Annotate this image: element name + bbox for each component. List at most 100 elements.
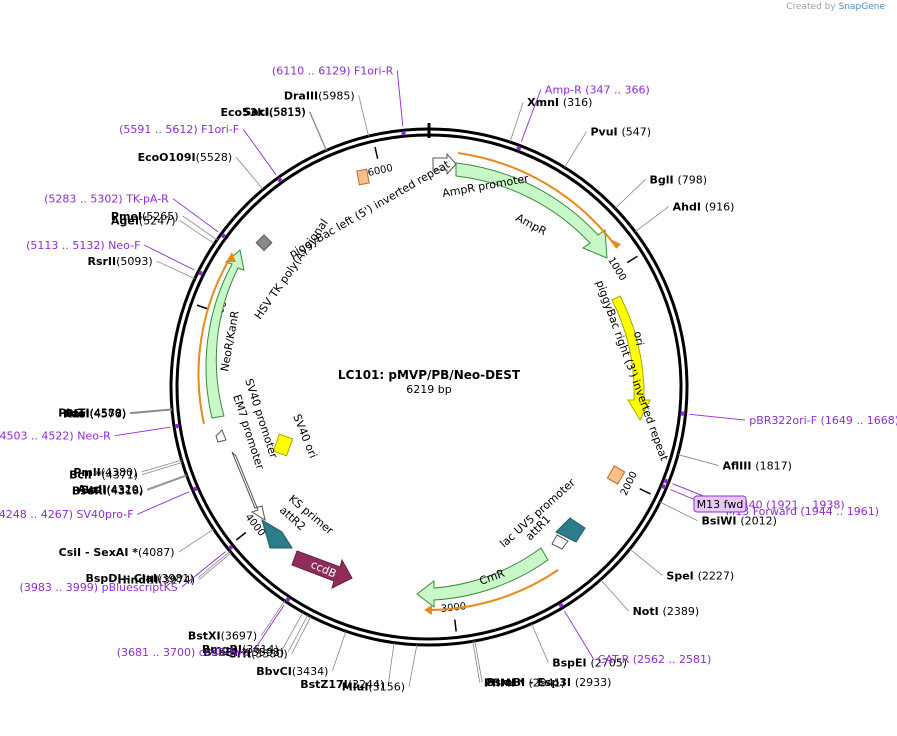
enzyme-position: (2705)	[590, 656, 627, 669]
primer-site[interactable]: (6110 .. 6129) F1ori-R	[272, 65, 394, 78]
cmr-feature-arrow[interactable]	[416, 547, 549, 609]
primer-label: pBR322ori-F (1649 .. 1668)	[749, 414, 897, 427]
primer-leader-line	[396, 70, 404, 127]
primer-label: L4440 (1921 .. 1938)	[729, 498, 845, 511]
enzyme-name: HindIII	[117, 574, 158, 587]
primer-site-mark	[558, 602, 564, 608]
primer-site[interactable]: (5113 .. 5132) Neo-F	[26, 239, 140, 252]
primer-leader-line	[252, 604, 285, 653]
primer-site[interactable]: (5283 .. 5302) TK-pA-R	[44, 193, 169, 206]
enzyme-leader-line	[182, 215, 218, 241]
enzyme-leader-line	[179, 220, 215, 245]
tick-mark	[639, 488, 651, 495]
enzyme-site[interactable]: BsaBI *(3593)	[203, 646, 284, 659]
enzyme-site[interactable]: BclI *(4371)	[69, 469, 138, 482]
primer-label: Amp-R (347 .. 366)	[545, 83, 650, 96]
enzyme-site[interactable]: NarI(4577)	[63, 407, 126, 420]
primer-site[interactable]: CAT-R (2562 .. 2581)	[598, 653, 712, 666]
enzyme-site[interactable]: SacI(5815)	[243, 106, 306, 119]
primer-site-mark	[661, 484, 666, 489]
primer-site[interactable]: (3681 .. 3700) ccdB-fwd	[117, 646, 249, 659]
enzyme-site[interactable]: BspDI - ClaI(3981)	[85, 572, 193, 585]
sv40-ori-feature[interactable]	[272, 433, 294, 457]
m13-fwd-badge[interactable]	[693, 495, 747, 513]
label-hsv-tk-polya: HSV TK poly(A) signal	[252, 217, 331, 322]
enzyme-site[interactable]: AflIII (1817)	[723, 460, 792, 473]
enzyme-site[interactable]: PmlI(4380)	[73, 466, 137, 479]
enzyme-site[interactable]: SpeI (2227)	[666, 569, 734, 582]
attr1-feature[interactable]	[555, 517, 586, 543]
enzyme-name: AflIII	[723, 460, 756, 473]
sv40-promoter-arrow[interactable]	[231, 451, 266, 522]
enzyme-site[interactable]: DraIII(5985)	[284, 89, 355, 102]
enzyme-site[interactable]: BspEI (2705)	[552, 656, 627, 669]
enzyme-site[interactable]: KasI(4576)	[63, 408, 126, 421]
enzyme-name: BstZ17I	[300, 678, 348, 691]
primer-leader-line	[181, 551, 226, 588]
lacuv5-promoter-arrow[interactable]	[551, 534, 569, 550]
attr2-feature[interactable]	[261, 518, 293, 549]
enzyme-name: BsmBI - Esp3I	[486, 676, 575, 689]
enzyme-site[interactable]: PluTI(4580)	[58, 407, 126, 420]
enzyme-position: (2227)	[698, 569, 735, 582]
ampr-promoter-arrow[interactable]	[432, 152, 457, 176]
primer-label: (4503 .. 4522) Neo-R	[0, 430, 111, 443]
neor-feature-arrow[interactable]	[205, 249, 245, 419]
enzyme-site[interactable]: RsrII(5093)	[87, 255, 152, 268]
ccdb-feature-arrow[interactable]	[291, 550, 353, 589]
primer-leader-line	[564, 610, 594, 660]
enzyme-position: (316)	[563, 96, 593, 109]
enzyme-site[interactable]: SrfI(3580)	[229, 648, 288, 661]
enzyme-site[interactable]: BstXI(3697)	[188, 630, 257, 643]
credit-prefix: Created by	[786, 2, 836, 12]
enzyme-site[interactable]: PmeI(5265)	[111, 210, 179, 223]
hsv-tk-polya-feature[interactable]	[255, 234, 273, 252]
primer-site[interactable]: M13 Forward (1944 .. 1961)	[726, 505, 879, 518]
enzyme-site[interactable]: BstZ17I(3244)	[300, 678, 384, 691]
enzyme-site[interactable]: AhdI (916)	[673, 201, 735, 214]
enzyme-site[interactable]: BglI (798)	[650, 173, 708, 186]
primer-site[interactable]: (4503 .. 4522) Neo-R	[0, 430, 111, 443]
enzyme-site[interactable]: BseRI(4316)	[72, 484, 144, 497]
primer-leader-line	[520, 89, 542, 142]
primer-site[interactable]: L4440 (1921 .. 1938)	[729, 498, 845, 511]
primer-site[interactable]: Amp-R (347 .. 366)	[545, 83, 650, 96]
enzyme-label: KasI(4576)	[63, 408, 126, 421]
enzyme-site[interactable]: XmnI (316)	[527, 96, 592, 109]
enzyme-site[interactable]: CsiI - SexAI *(4087)	[59, 546, 175, 559]
em7-promoter-arrow[interactable]	[215, 429, 227, 443]
enzyme-site[interactable]: BbvCI(3434)	[256, 665, 328, 678]
enzyme-site[interactable]: AvrII(4320)	[77, 483, 142, 496]
enzyme-name: BspEI	[552, 656, 590, 669]
enzyme-site[interactable]: BsmBI - Esp3I (2933)	[486, 676, 611, 689]
enzyme-site[interactable]: PvuI (547)	[590, 126, 651, 139]
enzyme-leader-line	[677, 454, 719, 466]
enzyme-site[interactable]: BsiWI (2012)	[702, 515, 777, 528]
primer-site[interactable]: pBR322ori-F (1649 .. 1668)	[749, 414, 897, 427]
enzyme-leader-line	[332, 631, 347, 672]
enzyme-site[interactable]: EcoO109I(5528)	[138, 151, 233, 164]
primer-site[interactable]: (4248 .. 4267) SV40pro-F	[0, 508, 134, 521]
enzyme-site[interactable]: MluI(3156)	[342, 681, 405, 694]
ori-feature-arrow[interactable]	[611, 295, 651, 422]
enzyme-name: PluTI	[58, 407, 89, 420]
enzyme-label: AhdI (916)	[673, 201, 735, 214]
enzyme-site[interactable]: SfoI(4578)	[65, 407, 126, 420]
enzyme-label: CsiI - SexAI *(4087)	[59, 546, 175, 559]
enzyme-leader-line	[146, 474, 187, 490]
enzyme-site[interactable]: PflMI * (2941)	[484, 677, 565, 690]
enzyme-name: BclI *	[69, 469, 102, 482]
enzyme-site[interactable]: BmgBI(3614)	[202, 643, 279, 656]
piggybac-right-ir[interactable]	[606, 465, 626, 485]
primer-site[interactable]: (5591 .. 5612) F1ori-F	[119, 123, 239, 136]
enzyme-site[interactable]: StuI(4319)	[81, 484, 143, 497]
enzyme-site[interactable]: Eco53kI(5813)	[220, 106, 305, 119]
enzyme-site[interactable]: AgeI(5247)	[111, 214, 176, 227]
label-sv40-ori: SV40 ori	[290, 412, 319, 460]
enzyme-leader-line	[287, 614, 309, 653]
ampr-feature-arrow[interactable]	[455, 162, 608, 259]
enzyme-leader-line	[634, 206, 669, 233]
enzyme-site[interactable]: NotI (2389)	[633, 605, 700, 618]
primer-site[interactable]: (3983 .. 3999) pBluescriptKS	[20, 581, 178, 594]
piggybac-left-ir[interactable]	[356, 168, 370, 186]
